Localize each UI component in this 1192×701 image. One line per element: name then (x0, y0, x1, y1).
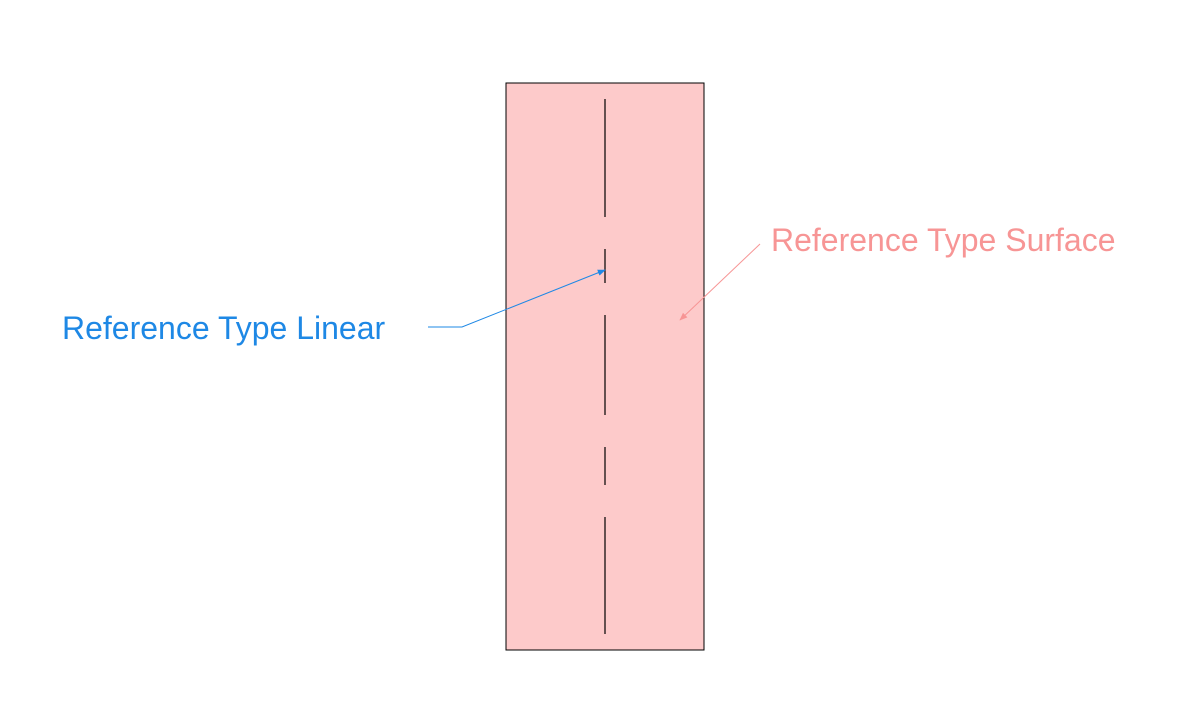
linear-leader-arrow (428, 269, 606, 328)
linear-label: Reference Type Linear (62, 310, 386, 346)
surface-label: Reference Type Surface (771, 222, 1116, 258)
surface-leader-arrow (679, 243, 761, 321)
